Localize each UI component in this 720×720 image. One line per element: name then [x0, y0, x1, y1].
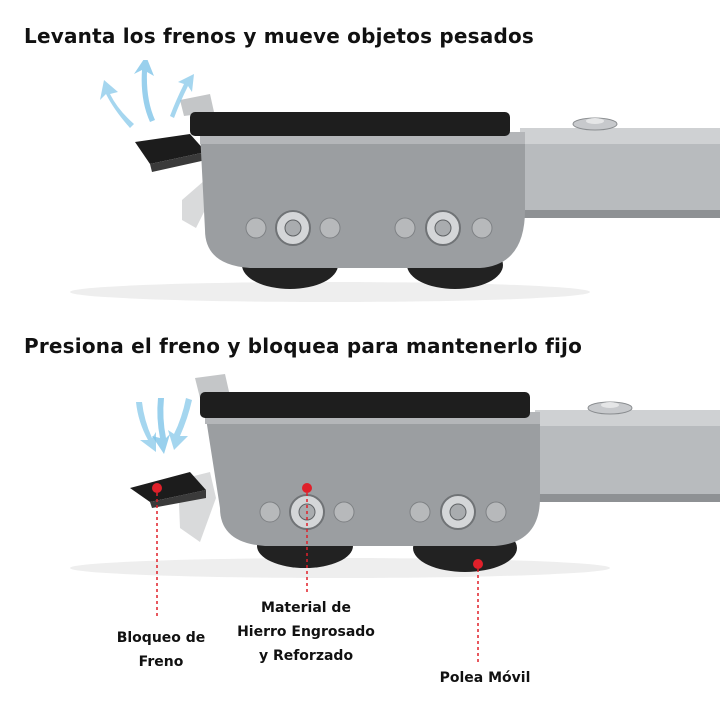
callout-material-line2: Hierro Engrosado: [237, 624, 375, 640]
callout-brake-line2: Freno: [138, 654, 184, 670]
caption-lift-brake: Levanta los frenos y mueve objetos pesad…: [24, 24, 535, 48]
caster-housing: [190, 112, 525, 268]
brake-pedal: [135, 94, 214, 228]
callout-brake-line1: Bloqueo de: [116, 630, 206, 646]
pulley-marker: [473, 559, 483, 663]
arrow-up-icon: [100, 60, 194, 128]
brake-marker: [152, 483, 162, 618]
callout-material: Material de Hierro Engrosado y Reforzado: [226, 596, 386, 668]
extension-rail: [535, 401, 720, 502]
caption-press-brake: Presiona el freno y bloquea para mantene…: [24, 334, 583, 358]
callout-material-line1: Material de: [261, 600, 351, 616]
material-marker: [302, 483, 312, 593]
caster-housing: [200, 392, 540, 546]
callout-material-line3: y Reforzado: [258, 648, 354, 664]
arrow-down-icon: [136, 398, 192, 454]
callout-pulley-line1: Polea Móvil: [439, 670, 531, 686]
caster-unlocked-photo: [0, 60, 720, 310]
caster-locked-photo: [0, 368, 720, 720]
extension-rail: [520, 117, 720, 218]
brake-pedal: [130, 374, 230, 542]
axle-bolts: [259, 494, 507, 530]
axle-bolts: [245, 210, 493, 246]
callout-pulley: Polea Móvil: [425, 666, 545, 690]
callout-brake-lock: Bloqueo de Freno: [106, 626, 216, 674]
